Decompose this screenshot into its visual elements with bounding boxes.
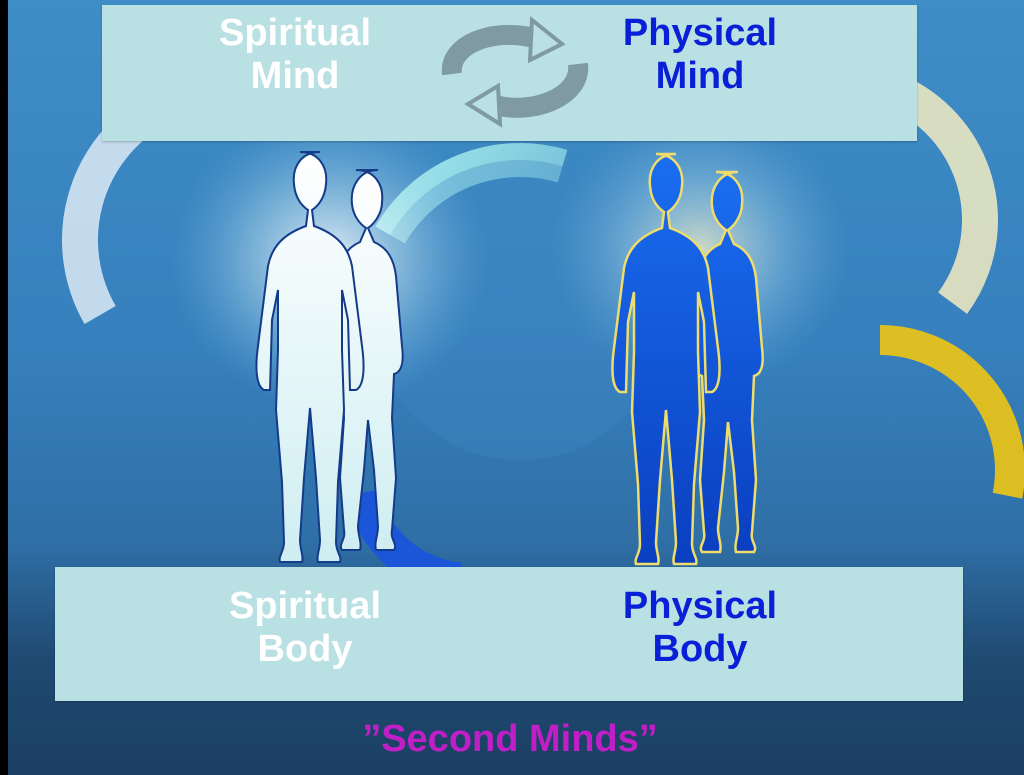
physical-mind-label: Physical Mind: [580, 12, 820, 98]
second-minds-caption: ”Second Minds”: [250, 718, 770, 761]
cycle-arrows-icon: [440, 12, 590, 132]
physical-body-label: Physical Body: [580, 585, 820, 671]
spiritual-body-label: Spiritual Body: [190, 585, 420, 671]
spiritual-mind-label: Spiritual Mind: [180, 12, 410, 98]
right-gold-ring: [750, 340, 1010, 600]
